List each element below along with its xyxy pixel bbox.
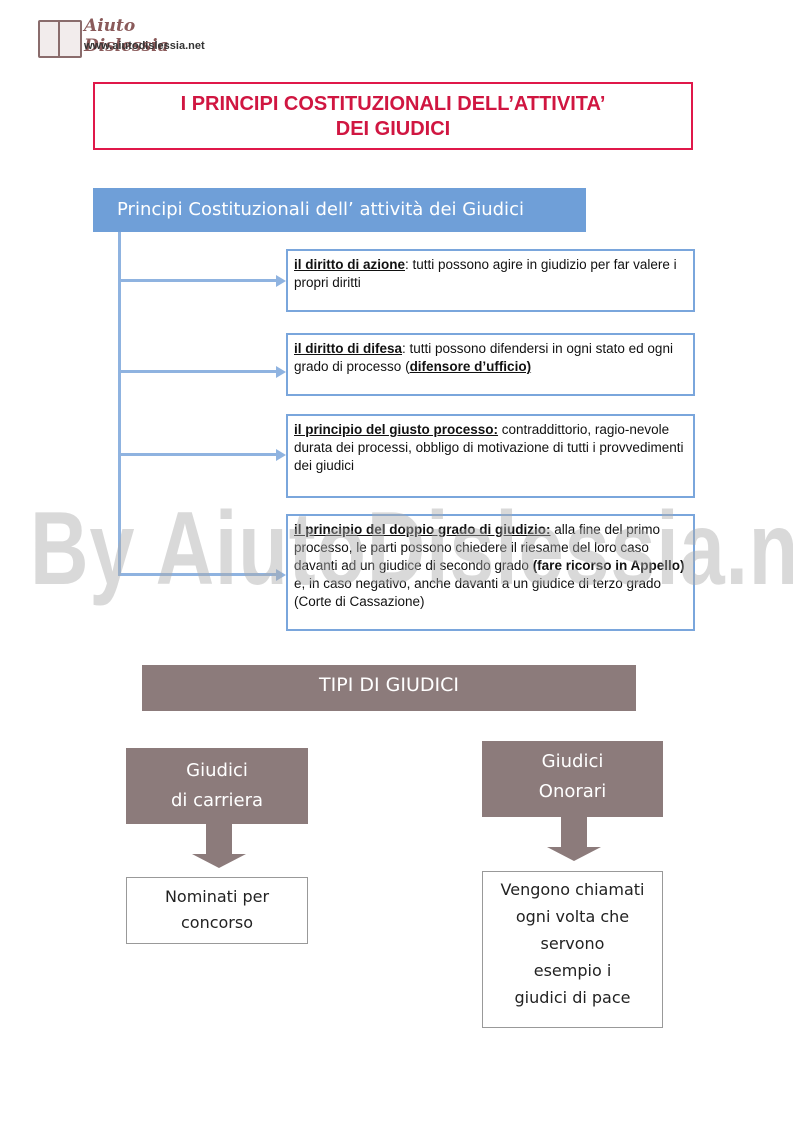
- principle-text: alla fine del primo processo, le parti p…: [294, 522, 661, 573]
- page-title-line2: DEI GIUDICI: [335, 118, 451, 140]
- principle-term: il diritto di difesa: [294, 341, 403, 356]
- principle-bold-extra: (fare ricorso in Appello): [532, 558, 685, 573]
- principle-term: il diritto di azione: [294, 257, 405, 272]
- career-judges-desc: Nominati per concorso: [126, 877, 308, 944]
- principle-text: contraddittorio, ragio-nevole durata dei…: [294, 422, 684, 473]
- page-title-box: I PRINCIPI COSTITUZIONALI DELL’ATTIVITA’…: [93, 82, 693, 150]
- principles-header: Principi Costituzionali dell’ attività d…: [93, 188, 586, 232]
- connector-vertical-line: [118, 232, 121, 576]
- principle-box-doppio-grado: il principio del doppio grado di giudizi…: [286, 514, 695, 631]
- connector-line-1: [118, 279, 276, 282]
- honorary-desc-line: servono: [540, 934, 605, 953]
- honorary-judges-line2: Onorari: [538, 781, 607, 802]
- career-desc-line2: concorso: [180, 913, 253, 932]
- connector-line-3: [118, 453, 276, 456]
- honorary-judges-desc: Vengono chiamati ogni volta che servono …: [482, 871, 663, 1028]
- principle-term: il principio del doppio grado di giudizi…: [294, 522, 551, 537]
- principle-bold-extra: difensore d’ufficio): [409, 359, 532, 374]
- watermark: By AiutoDislessia.net: [30, 491, 793, 607]
- honorary-desc-line: esempio i: [533, 961, 612, 980]
- principle-box-difesa: il diritto di difesa: tutti possono dife…: [286, 333, 695, 396]
- down-arrow-icon: [547, 817, 601, 861]
- principle-text-2: e, in caso negativo, anche davanti a un …: [294, 576, 661, 609]
- career-judges-line2: di carriera: [170, 790, 264, 811]
- career-judges-box: Giudici di carriera: [126, 748, 308, 824]
- principle-text: : tutti possono agire in giudizio per fa…: [294, 257, 677, 290]
- arrow-right-icon: [276, 569, 286, 581]
- arrow-right-icon: [276, 366, 286, 378]
- career-judges-line1: Giudici: [186, 760, 248, 781]
- logo-url: www.aiutodislessia.net: [84, 40, 205, 52]
- logo-brand: Aiuto Dislessia: [84, 16, 169, 56]
- connector-line-2: [118, 370, 276, 373]
- principle-text: : tutti possono difendersi in ogni stato…: [294, 341, 673, 374]
- down-arrow-icon: [192, 824, 246, 868]
- arrow-right-icon: [276, 275, 286, 287]
- honorary-desc-line: giudici di pace: [514, 988, 631, 1007]
- honorary-judges-box: Giudici Onorari: [482, 741, 663, 817]
- principle-box-giusto-processo: il principio del giusto processo: contra…: [286, 414, 695, 498]
- principle-box-azione: il diritto di azione: tutti possono agir…: [286, 249, 695, 312]
- arrow-right-icon: [276, 449, 286, 461]
- principle-term: il principio del giusto processo:: [294, 422, 499, 437]
- honorary-judges-line1: Giudici: [541, 751, 604, 772]
- types-header: TIPI DI GIUDICI: [142, 665, 636, 711]
- site-logo: Aiuto Dislessia www.aiutodislessia.net: [38, 14, 208, 58]
- honorary-desc-line: ogni volta che: [515, 907, 630, 926]
- connector-line-4: [118, 573, 276, 576]
- book-icon: [38, 20, 82, 58]
- page-title-line1: I PRINCIPI COSTITUZIONALI DELL’ATTIVITA’: [180, 93, 606, 115]
- honorary-desc-line: Vengono chiamati: [500, 880, 645, 899]
- career-desc-line1: Nominati per: [164, 887, 270, 906]
